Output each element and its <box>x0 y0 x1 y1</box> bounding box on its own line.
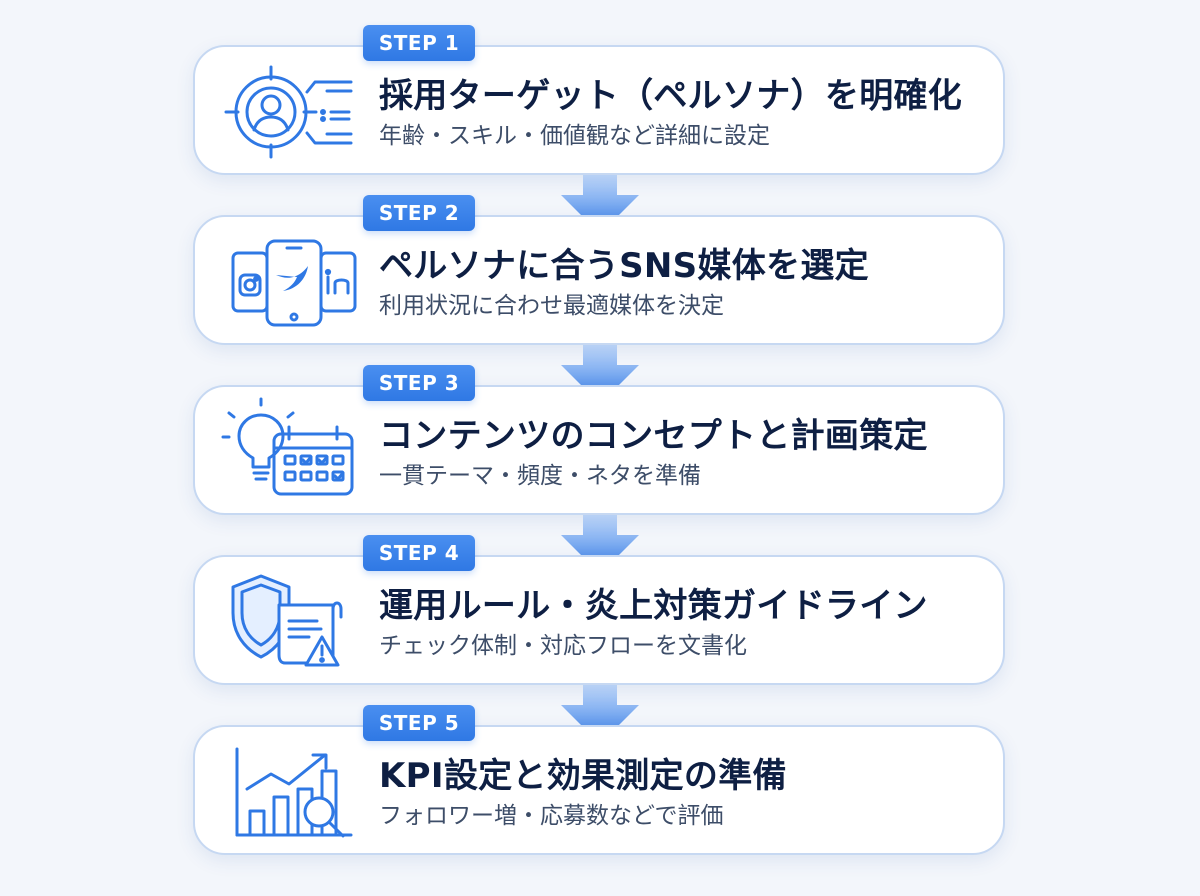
step-badge: STEP 3 <box>363 365 475 401</box>
step-subtitle: 一貫テーマ・頻度・ネタを準備 <box>379 463 701 489</box>
growth-chart-magnifier-icon <box>219 737 369 847</box>
step-subtitle: チェック体制・対応フローを文書化 <box>379 633 747 659</box>
step-card-1: STEP 1 採用ターゲット（ペルソナ）を <box>193 25 1005 175</box>
step-card-3: STEP 3 <box>193 365 1005 515</box>
step-badge: STEP 1 <box>363 25 475 61</box>
step-subtitle: 年齢・スキル・価値観など詳細に設定 <box>379 123 770 149</box>
step-card-4: STEP 4 運用ルール・炎上対策ガイドライン チェック体制・対応フローを文書化 <box>193 535 1005 685</box>
shield-document-warning-icon <box>219 567 369 677</box>
step-title: KPI設定と効果測定の準備 <box>379 756 787 796</box>
step-title: ペルソナに合うSNS媒体を選定 <box>379 246 869 286</box>
step-card-5: STEP 5 KPI設定と効果測定の準備 フォロワー増・応募数などで評価 <box>193 705 1005 855</box>
step-badge: STEP 2 <box>363 195 475 231</box>
persona-target-icon <box>219 57 369 167</box>
step-subtitle: 利用状況に合わせ最適媒体を決定 <box>379 293 724 319</box>
step-badge: STEP 5 <box>363 705 475 741</box>
social-media-phones-icon <box>219 227 369 337</box>
step-title: 運用ルール・炎上対策ガイドライン <box>379 586 928 626</box>
step-title: コンテンツのコンセプトと計画策定 <box>379 416 928 456</box>
step-badge: STEP 4 <box>363 535 475 571</box>
step-title: 採用ターゲット（ペルソナ）を明確化 <box>379 76 963 116</box>
step-subtitle: フォロワー増・応募数などで評価 <box>379 803 724 829</box>
lightbulb-calendar-icon <box>219 397 369 507</box>
step-card-2: STEP 2 ペルソナに合うSNS媒体を選定 利用状況に合わせ最適媒体を決定 <box>193 195 1005 345</box>
